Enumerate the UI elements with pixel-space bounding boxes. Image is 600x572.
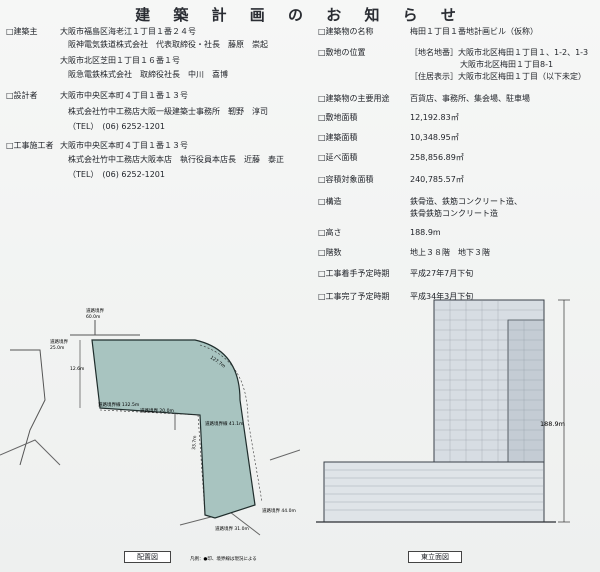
podium-block — [323, 461, 545, 523]
row-value: 大阪市北区梅田１丁目8-1 — [460, 60, 554, 69]
dim-label: 12.6m — [70, 366, 84, 372]
designer-line: 大阪市中央区本町４丁目１番１３号 — [60, 91, 188, 100]
road-north-label: 道路境界 — [86, 307, 104, 314]
row-value: 10,348.95㎡ — [410, 133, 459, 142]
dim-label: 33.7m — [191, 435, 198, 450]
row-label: □建築物の名称 — [318, 27, 374, 36]
dim-label: 道路境界線 41.1m — [205, 420, 243, 427]
row-value: 鉄骨鉄筋コンクリート造 — [410, 209, 498, 218]
row-label: □建築面積 — [318, 133, 358, 142]
row-label: □工事完了予定時期 — [318, 292, 390, 301]
owner-line: 阪急電鉄株式会社 取締役社長 中川 喜博 — [68, 70, 228, 79]
height-label: 188.9m — [540, 420, 565, 428]
dim-label: 道路境界 44.0m — [262, 507, 296, 514]
plan-note: 凡例：●印、境界線は現況による — [190, 555, 257, 562]
owner-label: □建築主 — [6, 27, 38, 36]
plan-caption: 配置図 — [124, 551, 171, 563]
row-value: 188.9m — [410, 228, 441, 237]
owner-line: 大阪市福島区海老江１丁目１番２４号 — [60, 27, 196, 36]
row-label: □階数 — [318, 248, 342, 257]
row-label: □容積対象面積 — [318, 175, 374, 184]
row-label: □建築物の主要用途 — [318, 94, 390, 103]
dim-label: 道路境界 31.0m — [215, 525, 249, 532]
row-value: ［地名地番］大阪市北区梅田１丁目１、1-2、1-3 — [410, 48, 589, 57]
row-value: 鉄骨造、鉄筋コンクリート造、 — [410, 197, 522, 206]
row-value: 平成34年3月下旬 — [410, 292, 474, 301]
dim-label: 道路境界 20.0m — [140, 407, 174, 414]
row-value: 平成27年7月下旬 — [410, 269, 474, 278]
page-title: 建 築 計 画 の お 知 ら せ — [135, 6, 465, 24]
designer-label: □設計者 — [6, 91, 38, 100]
builder-phone: （TEL） (06) 6252-1201 — [68, 170, 165, 179]
site-footprint — [91, 339, 256, 519]
builder-line: 大阪市中央区本町４丁目１番１３号 — [60, 141, 188, 150]
east-elevation: 188.9m — [316, 299, 570, 523]
owner-line: 大阪市北区芝田１丁目１６番１号 — [60, 56, 180, 65]
row-label: □延べ面積 — [318, 153, 358, 162]
road-left-width: 25.0m — [50, 345, 64, 351]
row-value: 梅田１丁目１番地計画ビル（仮称） — [410, 27, 538, 36]
builder-line: 株式会社竹中工務店大阪本店 執行役員本店長 近藤 泰正 — [68, 155, 284, 164]
row-label: □敷地面積 — [318, 113, 358, 122]
elevation-caption: 東立面図 — [408, 551, 462, 563]
row-label: □高さ — [318, 228, 342, 237]
row-value: ［住居表示］大阪市北区梅田１丁目（以下未定） — [410, 72, 586, 81]
row-label: □工事着手予定時期 — [318, 269, 390, 278]
owner-line: 阪神電気鉄道株式会社 代表取締役・社長 藤原 崇起 — [68, 40, 268, 49]
row-value: 百貨店、事務所、集会場、駐車場 — [410, 94, 530, 103]
row-label: □敷地の位置 — [318, 48, 366, 57]
builder-label: □工事施工者 — [6, 141, 54, 150]
row-value: 240,785.57㎡ — [410, 175, 464, 184]
designer-phone: （TEL） (06) 6252-1201 — [68, 122, 165, 131]
road-left-label: 道路境界 — [50, 338, 68, 345]
row-value: 258,856.89㎡ — [410, 153, 464, 162]
dim-label: 道路境界線 132.5m — [98, 401, 139, 408]
designer-line: 株式会社竹中工務店大阪一級建築士事務所 靭野 淳司 — [68, 107, 268, 116]
row-value: 地上３８階 地下３階 — [410, 248, 490, 257]
site-plan: 道路境界 60.0m 道路境界 25.0m 12.6m 127.7m 道路境界線… — [0, 307, 300, 562]
row-value: 12,192.83㎡ — [410, 113, 459, 122]
row-label: □構造 — [318, 197, 342, 206]
road-north-width: 60.0m — [86, 314, 100, 320]
